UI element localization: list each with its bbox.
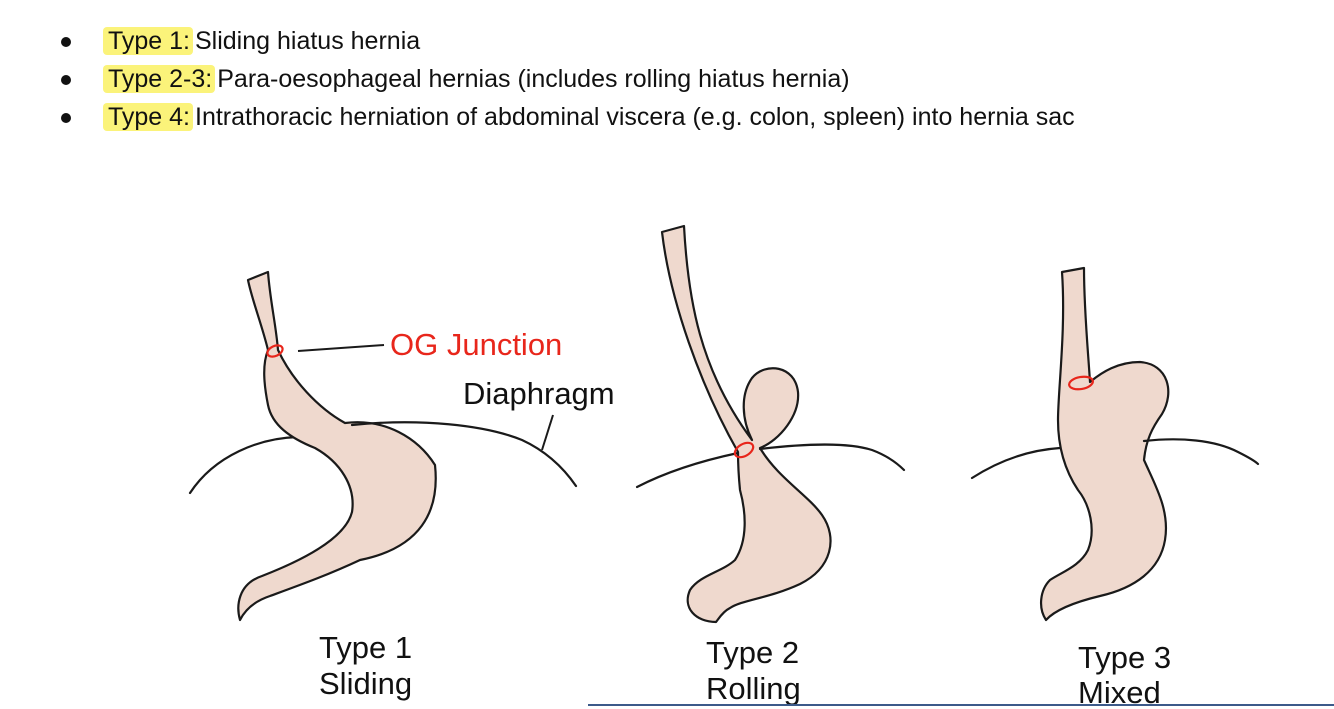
stomach-type-2 xyxy=(662,226,831,622)
stomach-type-1 xyxy=(238,272,435,620)
caption-type-1: Type 1 xyxy=(319,630,412,665)
caption-type-2: Type 2 xyxy=(706,635,799,670)
caption-rolling: Rolling xyxy=(706,671,801,706)
bottom-divider-line xyxy=(588,704,1334,706)
diaphragm-line xyxy=(637,453,738,487)
og-junction-leader xyxy=(298,345,384,351)
diaphragm-leader xyxy=(542,415,553,450)
stomach-type-3 xyxy=(1041,268,1168,620)
diaphragm-line xyxy=(190,437,298,493)
diaphragm-line xyxy=(760,445,904,470)
diaphragm-line xyxy=(972,448,1060,478)
diaphragm-label: Diaphragm xyxy=(463,376,615,411)
diaphragm-line xyxy=(1144,439,1258,464)
panel-type-2-rolling: Type 2 Rolling xyxy=(637,226,904,706)
og-junction-label: OG Junction xyxy=(390,327,562,362)
panel-type-3-mixed: Type 3 Mixed xyxy=(972,268,1258,709)
caption-type-3: Type 3 xyxy=(1078,640,1171,675)
caption-sliding: Sliding xyxy=(319,666,412,701)
panel-type-1-sliding: OG Junction Diaphragm Type 1 Sliding xyxy=(190,272,615,701)
